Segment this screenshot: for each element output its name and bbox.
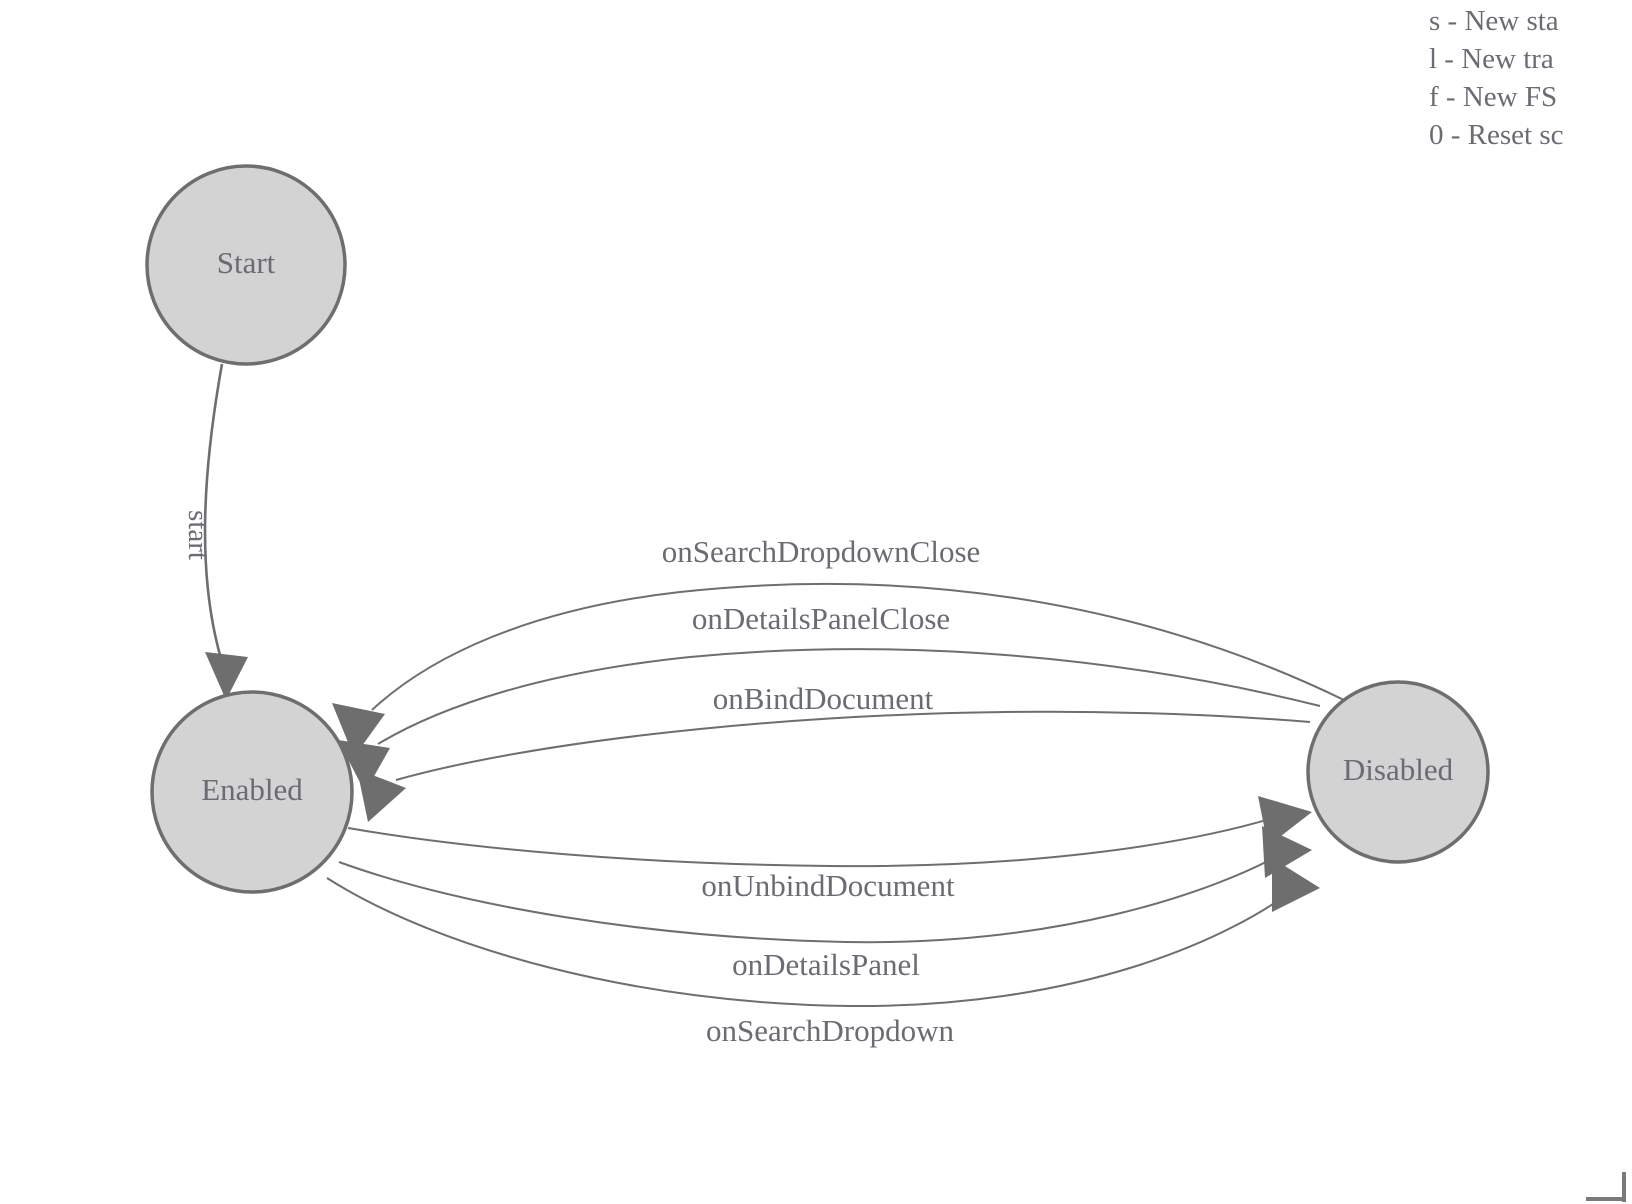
node-start-circle[interactable] bbox=[145, 164, 347, 366]
edge-on-details-panel-close-path bbox=[377, 648, 1321, 745]
node-start[interactable]: Start bbox=[145, 164, 347, 366]
edge-on-details-panel-path bbox=[338, 847, 1293, 944]
edge-on-details-panel-close-arrowhead bbox=[338, 740, 390, 792]
resize-corner-horizontal-bar bbox=[1586, 1197, 1626, 1201]
keyboard-shortcuts-overlay: s - New sta l - New tra f - New FS 0 - R… bbox=[1429, 0, 1632, 154]
edge-start-to-enabled[interactable]: start bbox=[182, 363, 248, 700]
edge-label-on-bind-document: onBindDocument bbox=[713, 681, 934, 716]
edge-on-details-panel[interactable]: onDetailsPanel bbox=[338, 826, 1312, 982]
shortcut-new-state: s - New sta bbox=[1429, 5, 1559, 37]
edge-on-search-dropdown-path bbox=[326, 877, 1307, 1008]
node-enabled[interactable]: Enabled bbox=[150, 690, 354, 894]
node-enabled-label: Enabled bbox=[201, 772, 303, 807]
edge-label-on-search-dropdown-close: onSearchDropdownClose bbox=[662, 534, 981, 569]
resize-corner-handle[interactable] bbox=[1568, 1172, 1632, 1204]
node-disabled-circle[interactable] bbox=[1306, 680, 1490, 864]
edge-start-to-enabled-path bbox=[203, 363, 224, 663]
edge-label-on-details-panel-close: onDetailsPanelClose bbox=[692, 601, 950, 636]
edge-on-search-dropdown-close-path bbox=[371, 582, 1345, 711]
edge-on-search-dropdown-arrowhead bbox=[1272, 858, 1320, 912]
edge-label-on-unbind-document: onUnbindDocument bbox=[701, 868, 955, 903]
shortcut-new-transition: l - New tra bbox=[1429, 43, 1554, 75]
node-start-label: Start bbox=[217, 245, 276, 280]
edge-on-details-panel-close[interactable]: onDetailsPanelClose bbox=[338, 601, 1321, 792]
edge-label-on-search-dropdown: onSearchDropdown bbox=[706, 1013, 954, 1048]
edge-on-bind-document-path bbox=[395, 710, 1311, 781]
edge-label-start: start bbox=[182, 510, 214, 560]
shortcut-reset: 0 - Reset sc bbox=[1429, 119, 1564, 151]
edge-on-unbind-document[interactable]: onUnbindDocument bbox=[347, 796, 1312, 903]
edge-on-search-dropdown-close[interactable]: onSearchDropdownClose bbox=[332, 534, 1345, 757]
shortcut-new-fsm: f - New FS bbox=[1429, 81, 1558, 113]
edge-label-on-details-panel: onDetailsPanel bbox=[732, 947, 920, 982]
edge-on-bind-document-arrowhead bbox=[357, 769, 406, 822]
node-disabled[interactable]: Disabled bbox=[1306, 680, 1490, 864]
node-enabled-circle[interactable] bbox=[150, 690, 354, 894]
edge-on-search-dropdown-close-arrowhead bbox=[332, 703, 385, 757]
node-disabled-label: Disabled bbox=[1343, 752, 1454, 787]
edge-on-search-dropdown[interactable]: onSearchDropdown bbox=[326, 858, 1320, 1048]
edge-on-unbind-document-path bbox=[347, 811, 1293, 868]
edge-on-bind-document[interactable]: onBindDocument bbox=[357, 681, 1311, 822]
resize-corner-vertical-bar bbox=[1622, 1172, 1626, 1202]
edge-start-to-enabled-arrowhead bbox=[205, 652, 248, 700]
